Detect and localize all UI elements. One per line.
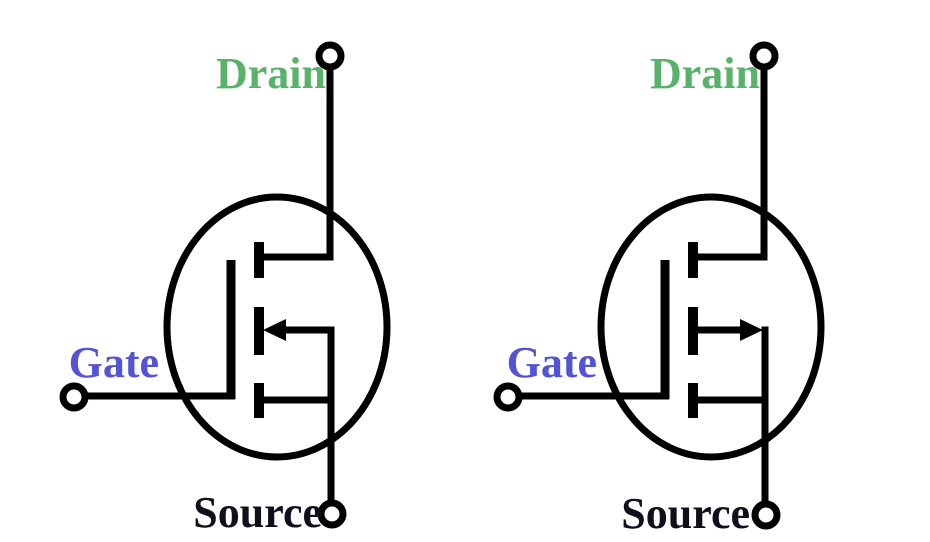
gate-terminal <box>59 382 89 412</box>
p-channel-mosfet-symbol: Drain Gate Source <box>493 41 825 538</box>
gate-label: Gate <box>69 338 159 387</box>
drain-wire <box>261 67 334 261</box>
drain-terminal <box>315 41 345 71</box>
drain-wire <box>695 67 768 261</box>
source-terminal <box>751 500 781 530</box>
gate-label: Gate <box>507 338 597 387</box>
gate-terminal <box>493 382 523 412</box>
drain-label: Drain <box>216 49 326 98</box>
drain-label: Drain <box>650 49 760 98</box>
source-terminal <box>317 499 347 529</box>
source-label: Source <box>193 488 322 537</box>
source-label: Source <box>621 489 750 538</box>
source-wire <box>693 396 769 503</box>
n-channel-mosfet-symbol: Drain Gate Source <box>59 41 391 537</box>
transistor-body-circle <box>163 193 391 461</box>
arrow-outward-icon <box>740 319 763 341</box>
arrow-inward-icon <box>263 319 286 341</box>
source-wire <box>259 396 335 503</box>
drain-terminal <box>749 41 779 71</box>
transistor-body-circle <box>597 193 825 461</box>
